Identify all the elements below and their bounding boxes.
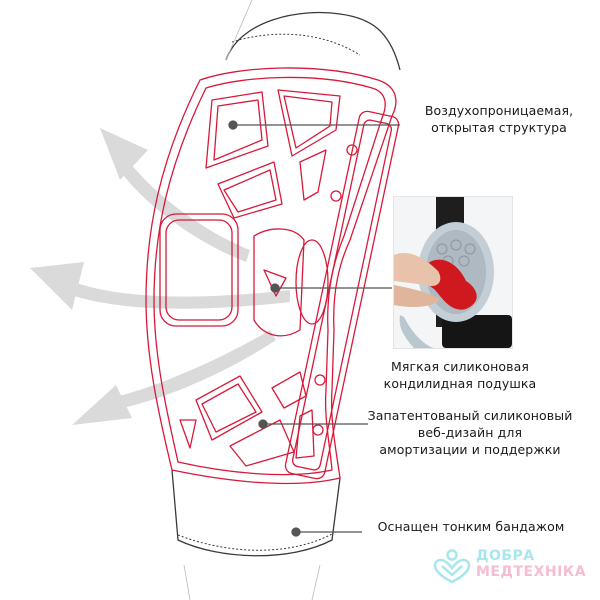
airflow-arrows	[30, 128, 290, 425]
callout-condyle-pad: Мягкая силиконовая кондилидная подушка	[360, 358, 560, 392]
callout-line: веб-дизайн для	[417, 425, 523, 440]
heart-hands-icon	[433, 549, 471, 584]
logo-line-1: ДОБРА	[476, 548, 535, 564]
callout-line: Запатентованый силиконовый	[367, 408, 573, 423]
callout-line: Воздухопроницаемая,	[424, 103, 574, 118]
condyle-pad-photo	[393, 196, 513, 349]
callout-line: кондилидная подушка	[383, 376, 537, 391]
brace-frame	[145, 67, 400, 485]
callout-breathable-structure: Воздухопроницаемая, открытая структура	[404, 102, 594, 136]
callout-web-design: Запатентованый силиконовый веб-дизайн дл…	[350, 407, 590, 458]
callout-line: амортизации и поддержки	[379, 442, 561, 457]
upper-sleeve	[225, 0, 401, 71]
brand-logo: ДОБРА МЕДТЕХНІКА	[432, 548, 592, 584]
callout-line: открытая структура	[431, 120, 567, 135]
callout-leaders	[228, 120, 400, 537]
logo-line-2: МЕДТЕХНІКА	[476, 564, 587, 580]
callout-thin-sleeve: Оснащен тонким бандажом	[366, 518, 576, 535]
lower-sleeve	[171, 469, 341, 600]
callout-line: Оснащен тонким бандажом	[377, 519, 565, 534]
callout-line: Мягкая силиконовая	[390, 359, 530, 374]
